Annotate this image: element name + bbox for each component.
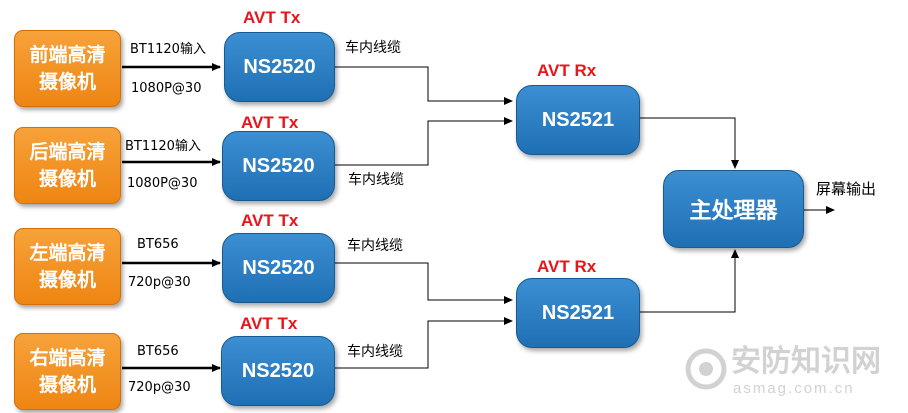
rx-title-2: AVT Rx — [537, 257, 597, 276]
camera-right: 右端高清 摄像机 — [14, 333, 121, 410]
input-label-bottom-2: 1080P@30 — [127, 176, 198, 191]
input-label-bottom-4: 720p@30 — [128, 380, 191, 395]
rx-chip-2: NS2521 — [516, 278, 640, 348]
output-label: 屏幕输出 — [816, 180, 877, 198]
input-label-bottom-1: 1080P@30 — [131, 81, 202, 96]
tx-title-1: AVT Tx — [243, 8, 301, 27]
watermark-url: asmag.com.cn — [733, 380, 855, 397]
input-label-top-4: BT656 — [137, 344, 179, 359]
camera-front: 前端高清 摄像机 — [14, 30, 121, 107]
tx-chip-3: NS2520 — [222, 233, 335, 303]
tx-chip-4: NS2520 — [221, 336, 335, 406]
rx-chip-1: NS2521 — [516, 85, 640, 155]
input-label-top-3: BT656 — [137, 237, 179, 252]
input-label-top-2: BT1120输入 — [125, 139, 201, 154]
watermark-logo-icon — [685, 348, 727, 390]
camera-rear: 后端高清 摄像机 — [14, 127, 121, 204]
tx-title-3: AVT Tx — [241, 211, 299, 230]
tx-chip-1: NS2520 — [224, 32, 335, 102]
arrow-rx2-processor — [640, 249, 739, 313]
cable-label-2: 车内线缆 — [348, 172, 404, 188]
cable-label-1: 车内线缆 — [345, 40, 401, 56]
cable-tx1-rx1 — [335, 66, 513, 105]
cable-label-3: 车内线缆 — [347, 238, 403, 254]
main-processor: 主处理器 — [663, 170, 804, 248]
arrow-rx1-processor — [640, 117, 739, 169]
input-label-top-1: BT1120输入 — [130, 42, 206, 57]
watermark-site-name: 安防知识网 — [731, 344, 881, 379]
cable-tx2-rx1 — [335, 117, 513, 166]
tx-title-4: AVT Tx — [240, 314, 298, 333]
tx-chip-2: NS2520 — [222, 131, 335, 201]
cable-tx4-rx2 — [335, 317, 513, 369]
cable-label-4: 车内线缆 — [347, 344, 403, 360]
rx-title-1: AVT Rx — [537, 61, 597, 80]
cable-tx3-rx2 — [335, 262, 513, 304]
tx-title-2: AVT Tx — [241, 113, 299, 132]
camera-left: 左端高清 摄像机 — [14, 228, 121, 305]
input-label-bottom-3: 720p@30 — [128, 275, 191, 290]
